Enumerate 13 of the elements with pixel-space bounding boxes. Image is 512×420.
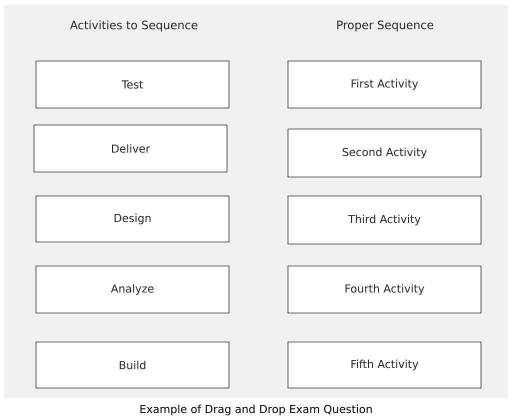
caption: Example of Drag and Drop Exam Question xyxy=(140,404,372,416)
answer-box: Deliver xyxy=(34,124,228,172)
answer-box: Test xyxy=(36,60,230,108)
answer-box: Third Activity xyxy=(288,196,482,244)
answer-box: Second Activity xyxy=(288,128,482,178)
column-heading: Activities to Sequence xyxy=(70,20,198,32)
answer-box: Analyze xyxy=(36,266,230,314)
answer-box: Fourth Activity xyxy=(288,266,482,314)
answer-box: Fifth Activity xyxy=(288,342,482,388)
answer-box: First Activity xyxy=(288,60,482,108)
answer-box: Design xyxy=(36,196,230,242)
answer-box: Build xyxy=(36,342,230,388)
column-heading: Proper Sequence xyxy=(337,20,434,32)
